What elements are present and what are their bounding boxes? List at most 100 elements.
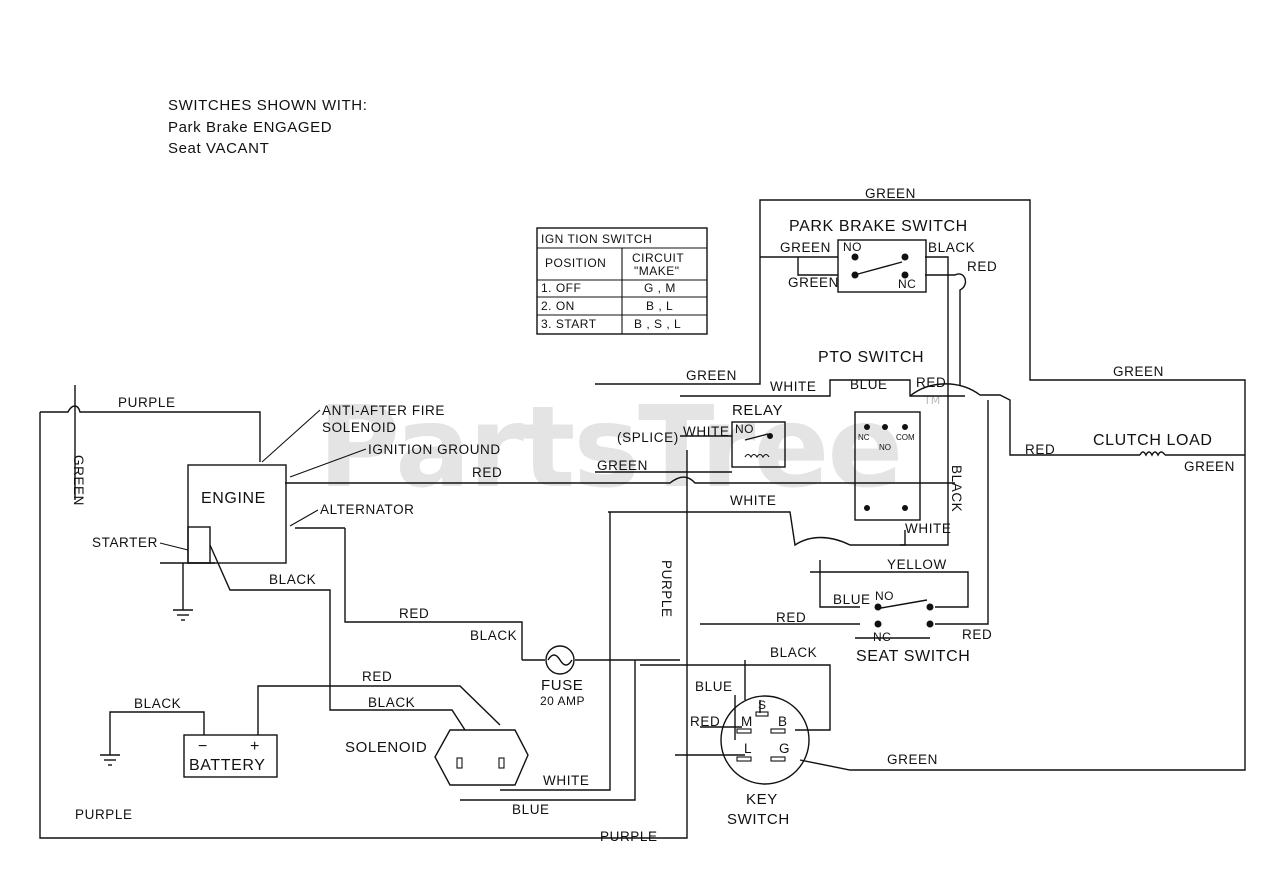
wire-label-white-relay: WHITE [683,424,730,439]
key-terminal-l: L [744,741,752,756]
clutch-load-label: CLUTCH LOAD [1093,432,1213,449]
solenoid-body [434,729,529,786]
wire-label-black-battery: BLACK [134,696,181,711]
table-header-make: "MAKE" [634,264,680,278]
wire-label-red-alternator: RED [399,606,429,621]
table-title: IGN TION SWITCH [541,232,652,246]
table-header-circuit: CIRCUIT [632,251,684,265]
anti-after-fire-label-1: ANTI-AFTER FIRE [322,403,445,418]
wire-label-black-vertical: BLACK [949,465,964,512]
wire-label-red-pb: RED [967,259,997,274]
wire-label-green-right: GREEN [1113,364,1164,379]
park-brake-switch [837,239,927,293]
wire-label-white-middle: WHITE [730,493,777,508]
key-terminal-g: G [779,741,790,756]
pto-com-label: COM [896,433,915,442]
anti-after-fire-label-2: SOLENOID [322,420,397,435]
battery-plus: + [250,738,260,755]
battery-minus: − [198,738,208,755]
relay [731,421,786,468]
table-row-2-make: B , L [646,299,673,313]
wire-label-white-pto-bottom: WHITE [905,521,952,536]
engine-box [187,464,287,564]
wire-label-black-key: BLACK [770,645,817,660]
battery-box [183,734,278,778]
relay-no-label: NO [735,422,754,436]
pto-nc-label: NC [858,433,870,442]
wire-label-blue-solenoid: BLUE [512,802,550,817]
table-row-2-position: 2. ON [541,299,575,313]
key-switch-label-1: KEY [746,791,778,808]
seat-no-label: NO [875,589,894,603]
wire-label-red-clutch: RED [1025,442,1055,457]
starter-box [187,526,211,564]
park-brake-nc-label: NC [898,277,916,291]
wire-label-purple-bottom: PURPLE [75,807,133,822]
wire-label-green-clutch: GREEN [1184,459,1235,474]
ground-symbol-engine [173,609,193,621]
alternator-label: ALTERNATOR [320,502,415,517]
key-switch [720,695,810,785]
battery-label: BATTERY [189,757,266,774]
key-switch-label-2: SWITCH [727,811,790,828]
wire-label-black-fuse: BLACK [470,628,517,643]
wire-label-red-key: RED [690,714,720,729]
park-brake-switch-label: PARK BRAKE SWITCH [789,218,968,235]
wire-label-purple-key: PURPLE [600,829,658,844]
pto-switch [854,411,921,521]
table-row-3-position: 3. START [541,317,597,331]
park-brake-no-label: NO [843,240,862,254]
key-terminal-s: S [758,698,767,712]
key-terminal-b: B [778,714,788,729]
pto-no-label: NO [879,443,891,452]
wires [39,199,1246,839]
wire-label-blue-key: BLUE [695,679,733,694]
watermark-text: PartsTree [318,383,901,513]
wire-label-green-pb1: GREEN [780,240,831,255]
wire-label-purple-vertical: PURPLE [659,560,674,618]
wire-labels: GREEN GREEN GREEN BLACK RED GREEN WHITE … [71,186,1235,844]
wire-label-red-engine: RED [472,465,502,480]
wire-label-green-pb2: GREEN [788,275,839,290]
ground-symbol-battery [100,754,120,766]
seat-switch [855,599,934,639]
wire-label-black-pb: BLACK [928,240,975,255]
wire-label-white-solenoid: WHITE [543,773,590,788]
key-terminal-m: M [741,714,753,729]
wire-label-green-key: GREEN [887,752,938,767]
ignition-ground-label: IGNITION GROUND [368,442,501,457]
wire-label-red-seat-right: RED [962,627,992,642]
wire-label-green-upper: GREEN [686,368,737,383]
clutch-coil [1139,451,1166,457]
wire-label-red-seat: RED [776,610,806,625]
wire-label-yellow: YELLOW [887,557,947,572]
note-line-2: Park Brake ENGAGED [168,119,332,136]
fuse-rating-label: 20 AMP [540,694,585,708]
wire-label-red-battery: RED [362,669,392,684]
starter-label: STARTER [92,535,158,550]
fuse-label: FUSE [541,677,583,694]
table-row-3-make: B , S , L [634,317,681,331]
wire-label-green-relay: GREEN [597,458,648,473]
watermark-tm: TM [923,394,940,407]
note-line-1: SWITCHES SHOWN WITH: [168,97,368,114]
splice-label: (SPLICE) [617,430,679,445]
wire-label-blue-pto: BLUE [850,377,888,392]
fuse [545,645,575,675]
table-row-1-position: 1. OFF [541,281,581,295]
seat-nc-label: NC [873,630,891,644]
ignition-switch-table: IGN TION SWITCH POSITION CIRCUIT "MAKE" … [536,227,708,335]
wire-label-red-pto: RED [916,375,946,390]
solenoid-label: SOLENOID [345,739,427,756]
wire-label-black-solenoid: BLACK [368,695,415,710]
note-line-3: Seat VACANT [168,140,269,157]
wire-label-white-pto: WHITE [770,379,817,394]
table-header-position: POSITION [545,256,606,270]
wire-label-purple-top: PURPLE [118,395,176,410]
wire-label-blue-seat: BLUE [833,592,871,607]
relay-label: RELAY [732,402,783,419]
wire-label-green-top: GREEN [865,186,916,201]
wire-label-black-starter: BLACK [269,572,316,587]
seat-switch-label: SEAT SWITCH [856,648,970,665]
